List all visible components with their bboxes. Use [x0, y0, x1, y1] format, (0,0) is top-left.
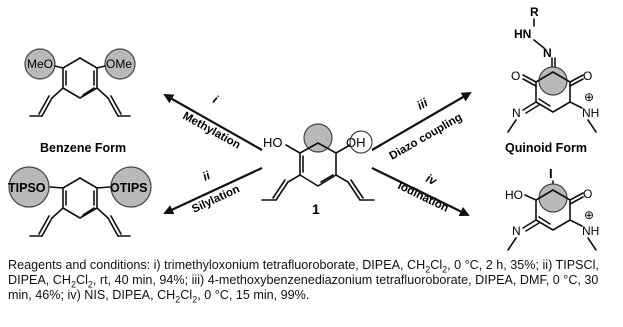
reaction-label-methylation: Methylation: [181, 110, 243, 151]
compound-number: 1: [312, 201, 320, 217]
arrow-diazo-coupling: iii Diazo coupling: [371, 91, 472, 163]
product-silylated: TIPSO OTIPS: [8, 166, 152, 237]
caption-part: Cl: [180, 288, 193, 303]
benzene-form-caption: Benzene Form: [40, 141, 126, 155]
reaction-number-ii: ii: [200, 168, 213, 184]
caption-subscript: 2: [70, 279, 76, 290]
quinoid-sphere: [538, 66, 568, 96]
caption-part: Reagents and conditions: i) trimethyloxo…: [8, 258, 426, 272]
caption-part: Cl: [430, 258, 443, 272]
otips-label: OTIPS: [110, 181, 148, 195]
reagents-caption: Reagents and conditions: i) trimethyloxo…: [8, 258, 616, 304]
iodine-label: I: [549, 166, 553, 181]
caption-part: , 0 °C, 2 h, 35%; ii) TIPSCl, DIPEA, CH: [8, 258, 599, 288]
arrow-silylation: ii Silylation: [163, 167, 263, 216]
caption-subscript: 2: [87, 279, 93, 290]
compound-1: HO OH 1: [261, 123, 375, 217]
iodinated-charge: ⊕: [584, 208, 594, 222]
hydroxyl-right-sphere: [349, 130, 373, 154]
reaction-number-iii: iii: [415, 95, 431, 112]
azo-n-label: N: [543, 46, 552, 60]
quinoid-charge: ⊕: [584, 90, 594, 104]
quinoid-o-left-label: O: [511, 69, 520, 83]
iodinated-sphere: [538, 183, 568, 213]
tipso-sphere: [8, 166, 50, 208]
quinoid-o-right-label: O: [583, 69, 592, 83]
quinoid-form-caption: Quinoid Form: [505, 141, 587, 155]
r-group-label: R: [530, 5, 539, 19]
caption-part: , rt, 40 min, 94%; iii) 4-methoxybenzene…: [8, 273, 599, 303]
product-benzene-form: MeO OMe Benzene Form: [24, 48, 136, 155]
methoxy-left-label: MeO: [27, 57, 53, 71]
iodinated-n-label: N: [512, 224, 521, 238]
iodinated-ho-label: HO: [505, 188, 523, 202]
caption-subscript: 2: [175, 294, 181, 305]
arrow-methylation: i Methylation: [163, 92, 263, 152]
tipso-label: TIPSO: [8, 181, 46, 195]
reaction-label-silylation: Silylation: [190, 183, 241, 215]
substituent-sphere: [303, 123, 333, 153]
iodinated-nh-label: NH: [582, 224, 599, 238]
otips-sphere: [110, 166, 152, 208]
product-quinoid-form: R HN N O O N NH ⊕ Quinoid Form: [505, 5, 599, 155]
hydroxyl-right-label: OH: [346, 135, 366, 150]
reaction-scheme: HO OH 1 i Methylation ii Silylation iii …: [8, 5, 599, 251]
hn-label: HN: [514, 27, 531, 41]
quinoid-nh-label: NH: [582, 106, 599, 120]
arrow-iodination: iv Iodination: [371, 167, 470, 216]
caption-subscript: 2: [442, 264, 448, 275]
reaction-number-i: i: [211, 92, 221, 106]
product-iodinated: I HO O N NH ⊕: [505, 166, 599, 251]
caption-part: , 0 °C, 15 min, 99%.: [197, 288, 310, 303]
hydroxyl-left-label: HO: [263, 135, 283, 150]
methoxy-left-sphere: [24, 48, 56, 80]
caption-subscript: 2: [192, 294, 198, 305]
reaction-number-iv: iv: [424, 171, 440, 189]
iodinated-o-label: O: [583, 187, 592, 201]
methoxy-right-label: OMe: [106, 57, 132, 71]
caption-part: Cl: [76, 273, 88, 288]
methoxy-right-sphere: [104, 48, 136, 80]
quinoid-n-label: N: [512, 106, 521, 120]
reaction-label-iodination: Iodination: [396, 180, 451, 215]
caption-subscript: 2: [425, 264, 431, 275]
